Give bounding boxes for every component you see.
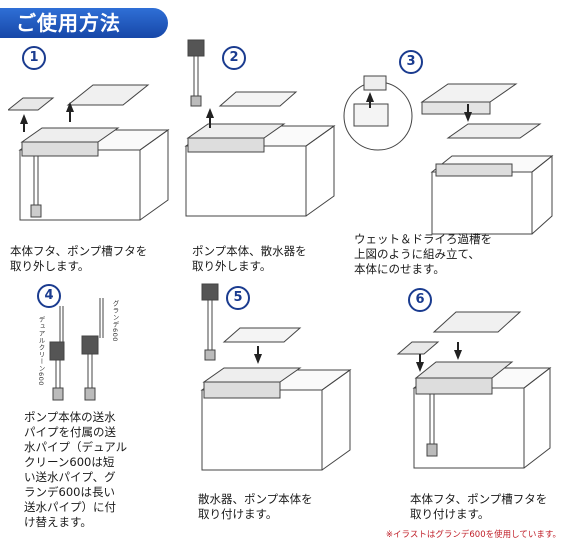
step-5-illustration: [190, 278, 370, 488]
step-4-label-grande: グランデ600: [111, 300, 119, 342]
step-3-illustration: [343, 46, 560, 236]
step-3-caption: ウェット＆ドライろ過槽を 上図のように組み立て、 本体にのせます。: [354, 232, 492, 276]
step-4-label-dualclean: デュアルクリーン600: [37, 316, 45, 386]
step-5-badge: 5: [226, 286, 250, 310]
step-4-badge: 4: [37, 284, 61, 308]
step-6-illustration: [394, 298, 559, 488]
footnote: ※イラストはグランデ600を使用しています。: [385, 530, 561, 540]
step-4-illustration: [30, 292, 140, 412]
step-2-illustration: [180, 36, 360, 232]
step-5-caption: 散水器、ポンプ本体を 取り付けます。: [198, 492, 313, 521]
step-1-caption: 本体フタ、ポンプ槽フタを 取り外します。: [10, 244, 148, 273]
step-4-caption: ポンプ本体の送水 パイプを付属の送 水パイプ（デュアル クリーン600は短 い送…: [24, 410, 128, 529]
step-2-badge: 2: [222, 46, 246, 70]
step-6-caption: 本体フタ、ポンプ槽フタを 取り付けます。: [410, 492, 548, 521]
page-title: ご使用方法: [0, 8, 168, 38]
step-2-caption: ポンプ本体、散水器を 取り外します。: [192, 244, 307, 273]
step-1-badge: 1: [22, 46, 46, 70]
step-3-badge: 3: [399, 50, 423, 74]
step-1-illustration: [8, 50, 178, 230]
step-6-badge: 6: [408, 288, 432, 312]
